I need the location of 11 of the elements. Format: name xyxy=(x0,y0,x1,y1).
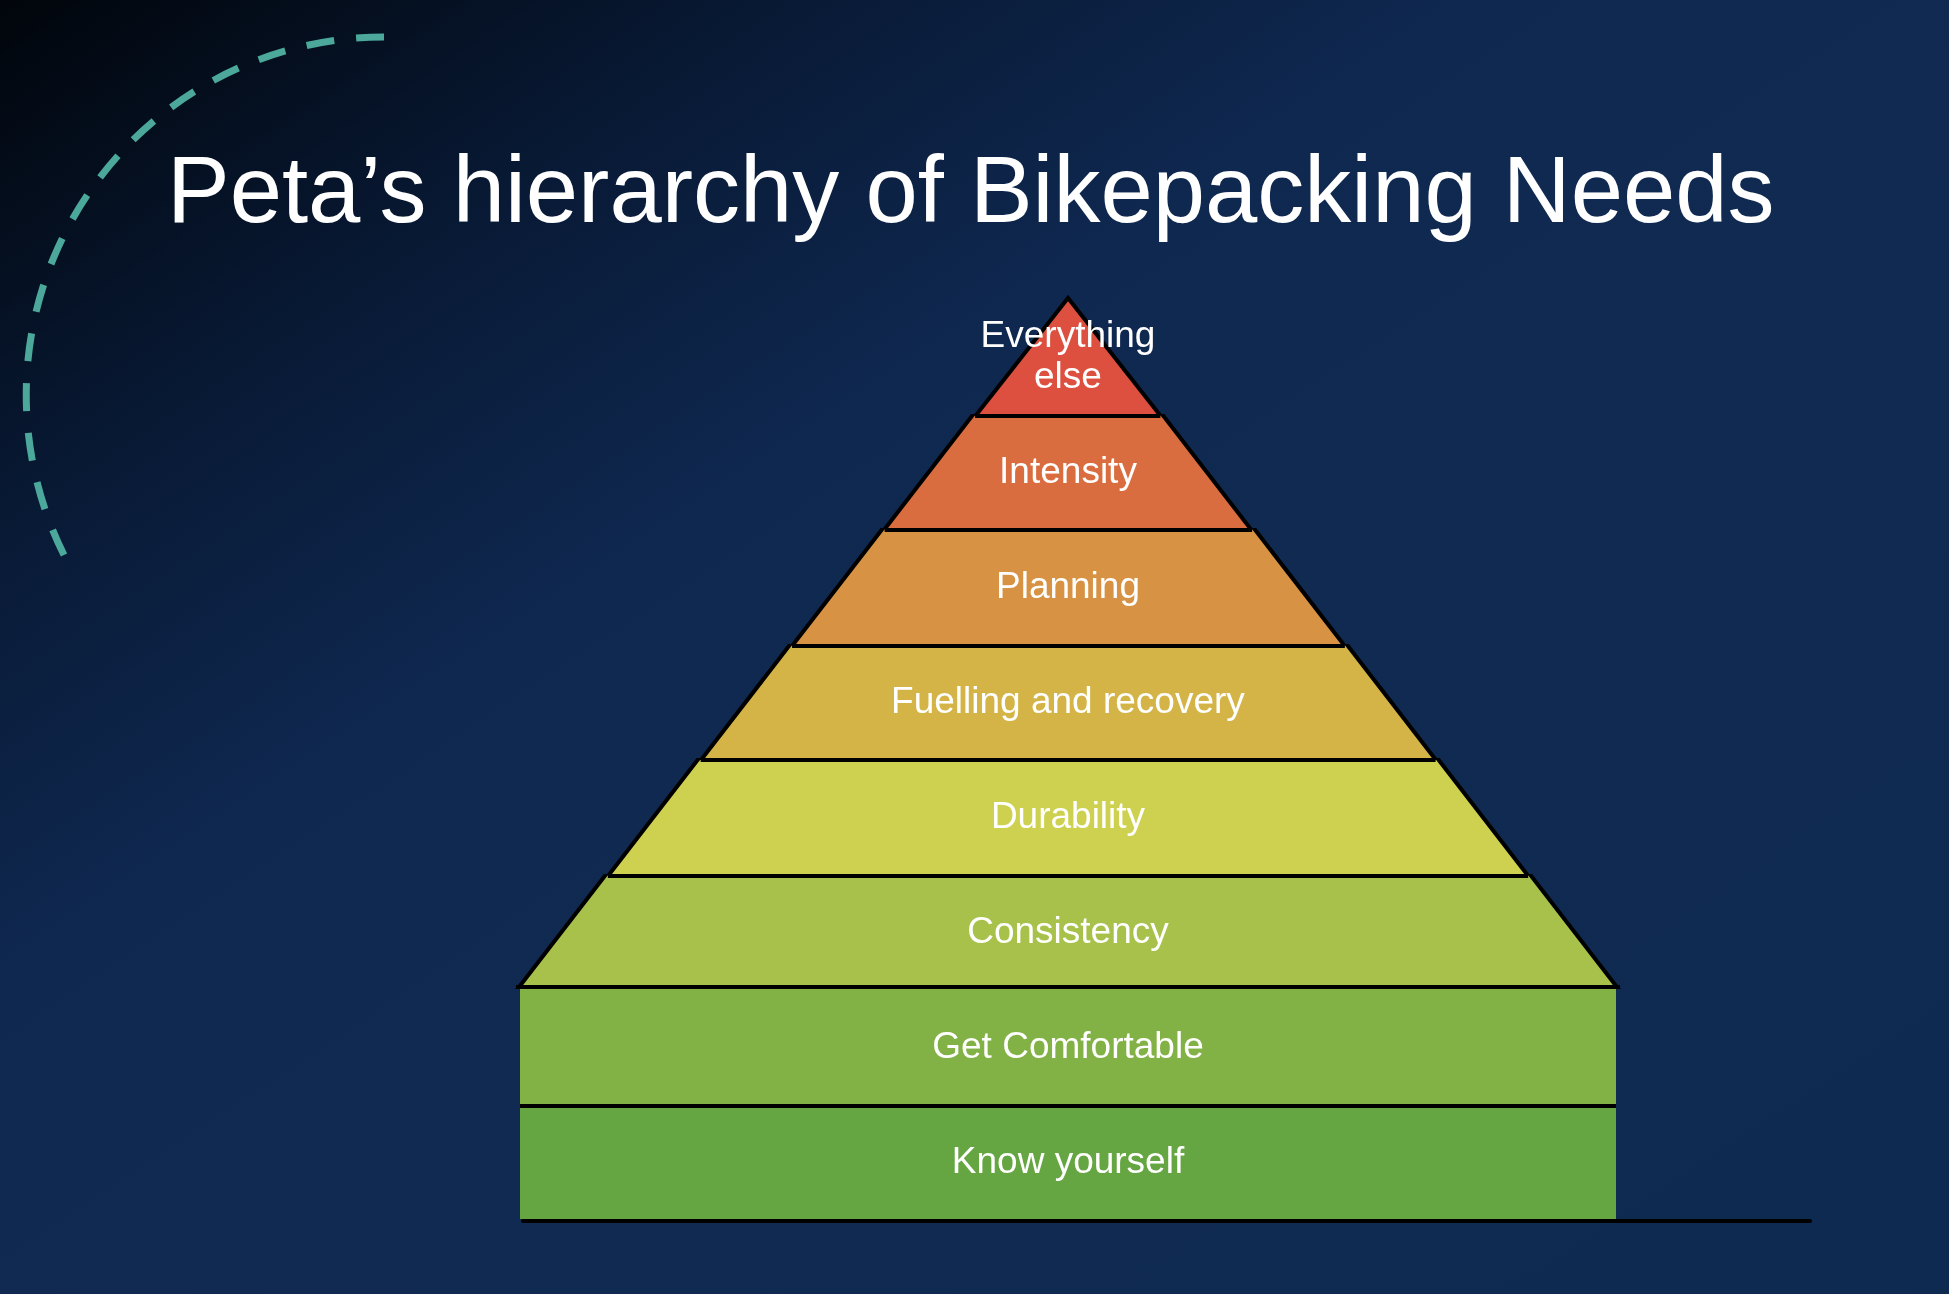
tier-label: Planning xyxy=(996,565,1140,607)
title: Peta’s hierarchy of Bikepacking Needs xyxy=(167,136,1775,244)
tier-label: Know yourself xyxy=(951,1141,1185,1182)
pyramid-tier xyxy=(520,1104,1616,1219)
tier-label: Intensity xyxy=(999,450,1137,492)
tier-label: Consistency xyxy=(967,911,1169,952)
tier-label: Get Comfortable xyxy=(932,1026,1204,1067)
pyramid-tier xyxy=(512,874,1624,989)
tier-label: Durability xyxy=(990,795,1146,837)
tier-label: Fuelling and recovery xyxy=(891,680,1245,722)
pyramid-tier xyxy=(520,989,1616,1104)
